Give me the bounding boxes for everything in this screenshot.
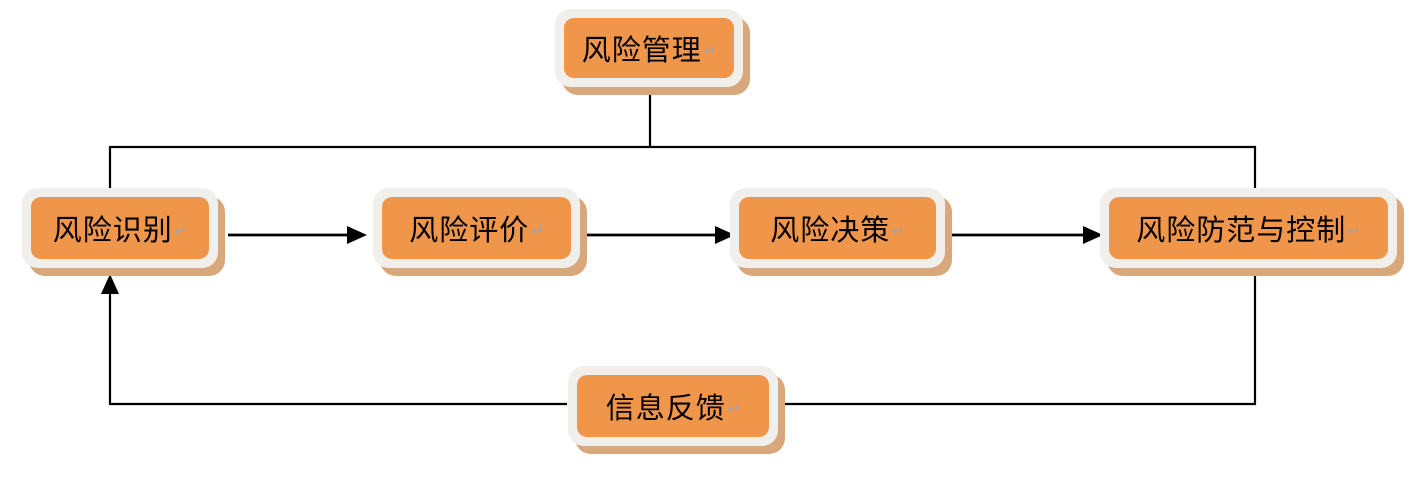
node-information-feedback: 信息反馈↵ xyxy=(568,366,778,446)
paragraph-mark-icon: ↵ xyxy=(892,222,905,240)
paragraph-mark-icon: ↵ xyxy=(727,400,741,418)
node-risk-decision-label: 风险决策 xyxy=(770,215,891,247)
node-risk-evaluation-box: 风险评价↵ xyxy=(382,197,571,259)
node-risk-management: 风险管理↵ xyxy=(555,9,743,87)
arrowhead-decision-to-prevention xyxy=(1083,226,1103,244)
paragraph-mark-icon: ↵ xyxy=(703,42,717,60)
paragraph-mark-icon: ↵ xyxy=(1348,222,1361,240)
paragraph-mark-icon: ↵ xyxy=(531,222,544,240)
node-risk-evaluation-label: 风险评价 xyxy=(409,215,530,247)
node-risk-identification-label: 风险识别 xyxy=(52,215,173,247)
node-risk-decision: 风险决策↵ xyxy=(730,188,945,268)
node-risk-identification-box: 风险识别↵ xyxy=(31,197,209,259)
node-information-feedback-box: 信息反馈↵ xyxy=(577,375,769,437)
node-risk-management-label: 风险管理 xyxy=(581,35,702,67)
node-risk-decision-box: 风险决策↵ xyxy=(739,197,936,259)
connector-feedback-right xyxy=(779,267,1257,406)
node-risk-prevention-control: 风险防范与控制↵ xyxy=(1100,188,1397,268)
arrowhead-evaluation-to-decision xyxy=(715,226,735,244)
connector-feedback-left xyxy=(108,292,567,406)
connector-top-branch xyxy=(108,145,1257,189)
node-risk-prevention-control-box: 风险防范与控制↵ xyxy=(1109,197,1388,259)
node-risk-identification: 风险识别↵ xyxy=(22,188,218,268)
paragraph-mark-icon: ↵ xyxy=(174,222,188,240)
node-risk-prevention-control-label: 风险防范与控制 xyxy=(1136,215,1347,247)
node-risk-evaluation: 风险评价↵ xyxy=(373,188,580,268)
node-information-feedback-label: 信息反馈 xyxy=(605,393,726,425)
arrowhead-identification-to-evaluation xyxy=(347,226,367,244)
node-risk-management-box: 风险管理↵ xyxy=(564,18,734,78)
arrowhead-feedback-up xyxy=(101,274,119,294)
